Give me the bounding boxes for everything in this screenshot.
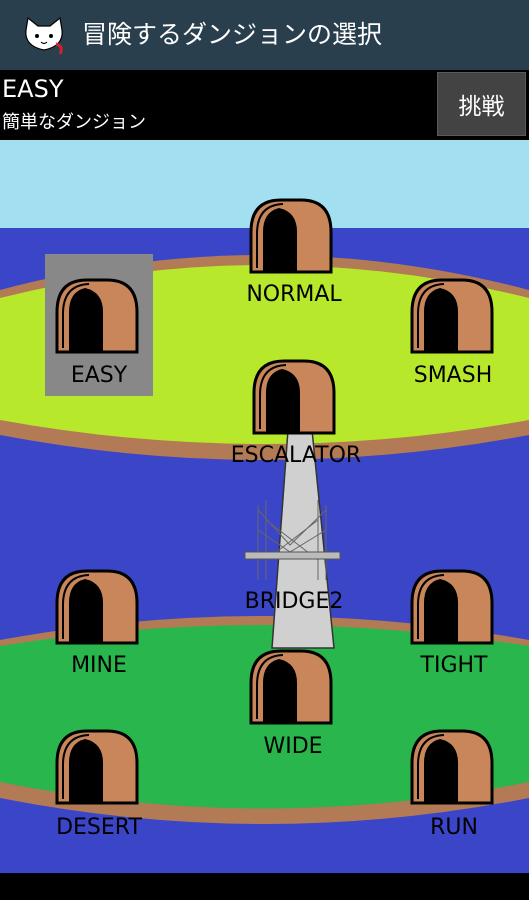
svg-text:EASY: EASY (71, 363, 128, 388)
dungeon-map: EASY NORMAL SMASH ESCALATOR BRIDGE2 MINE… (0, 140, 529, 873)
app-title: 冒険するダンジョンの選択 (82, 20, 383, 49)
svg-text:DESERT: DESERT (56, 815, 142, 840)
dungeon-run[interactable]: RUN (410, 729, 494, 840)
svg-text:WIDE: WIDE (263, 734, 322, 759)
dungeon-smash[interactable]: SMASH (410, 278, 494, 388)
svg-text:SMASH: SMASH (414, 363, 493, 388)
dungeon-easy[interactable]: EASY (55, 278, 139, 388)
svg-text:RUN: RUN (430, 815, 478, 840)
challenge-button[interactable]: 挑戦 (437, 72, 526, 136)
dungeon-normal[interactable]: NORMAL (246, 198, 342, 307)
dungeon-tight[interactable]: TIGHT (410, 569, 494, 678)
svg-text:ESCALATOR: ESCALATOR (231, 443, 361, 468)
escalator-tower (244, 429, 341, 649)
dungeon-escalator[interactable]: ESCALATOR (231, 359, 361, 468)
dungeon-wide[interactable]: WIDE (249, 649, 333, 759)
svg-text:TIGHT: TIGHT (420, 653, 489, 678)
bottom-bar (0, 873, 529, 900)
svg-text:BRIDGE2: BRIDGE2 (245, 589, 344, 614)
svg-text:NORMAL: NORMAL (246, 282, 342, 307)
dungeon-bridge2[interactable]: BRIDGE2 (245, 589, 344, 614)
title-bar: 冒険するダンジョンの選択 (0, 0, 529, 70)
dungeon-desert[interactable]: DESERT (55, 729, 142, 840)
dungeon-mine[interactable]: MINE (55, 569, 139, 678)
selected-dungeon-name: EASY (2, 75, 64, 103)
svg-text:MINE: MINE (71, 653, 127, 678)
cat-app-icon (25, 16, 63, 55)
selected-dungeon-description: 簡単なダンジョン (2, 112, 146, 133)
